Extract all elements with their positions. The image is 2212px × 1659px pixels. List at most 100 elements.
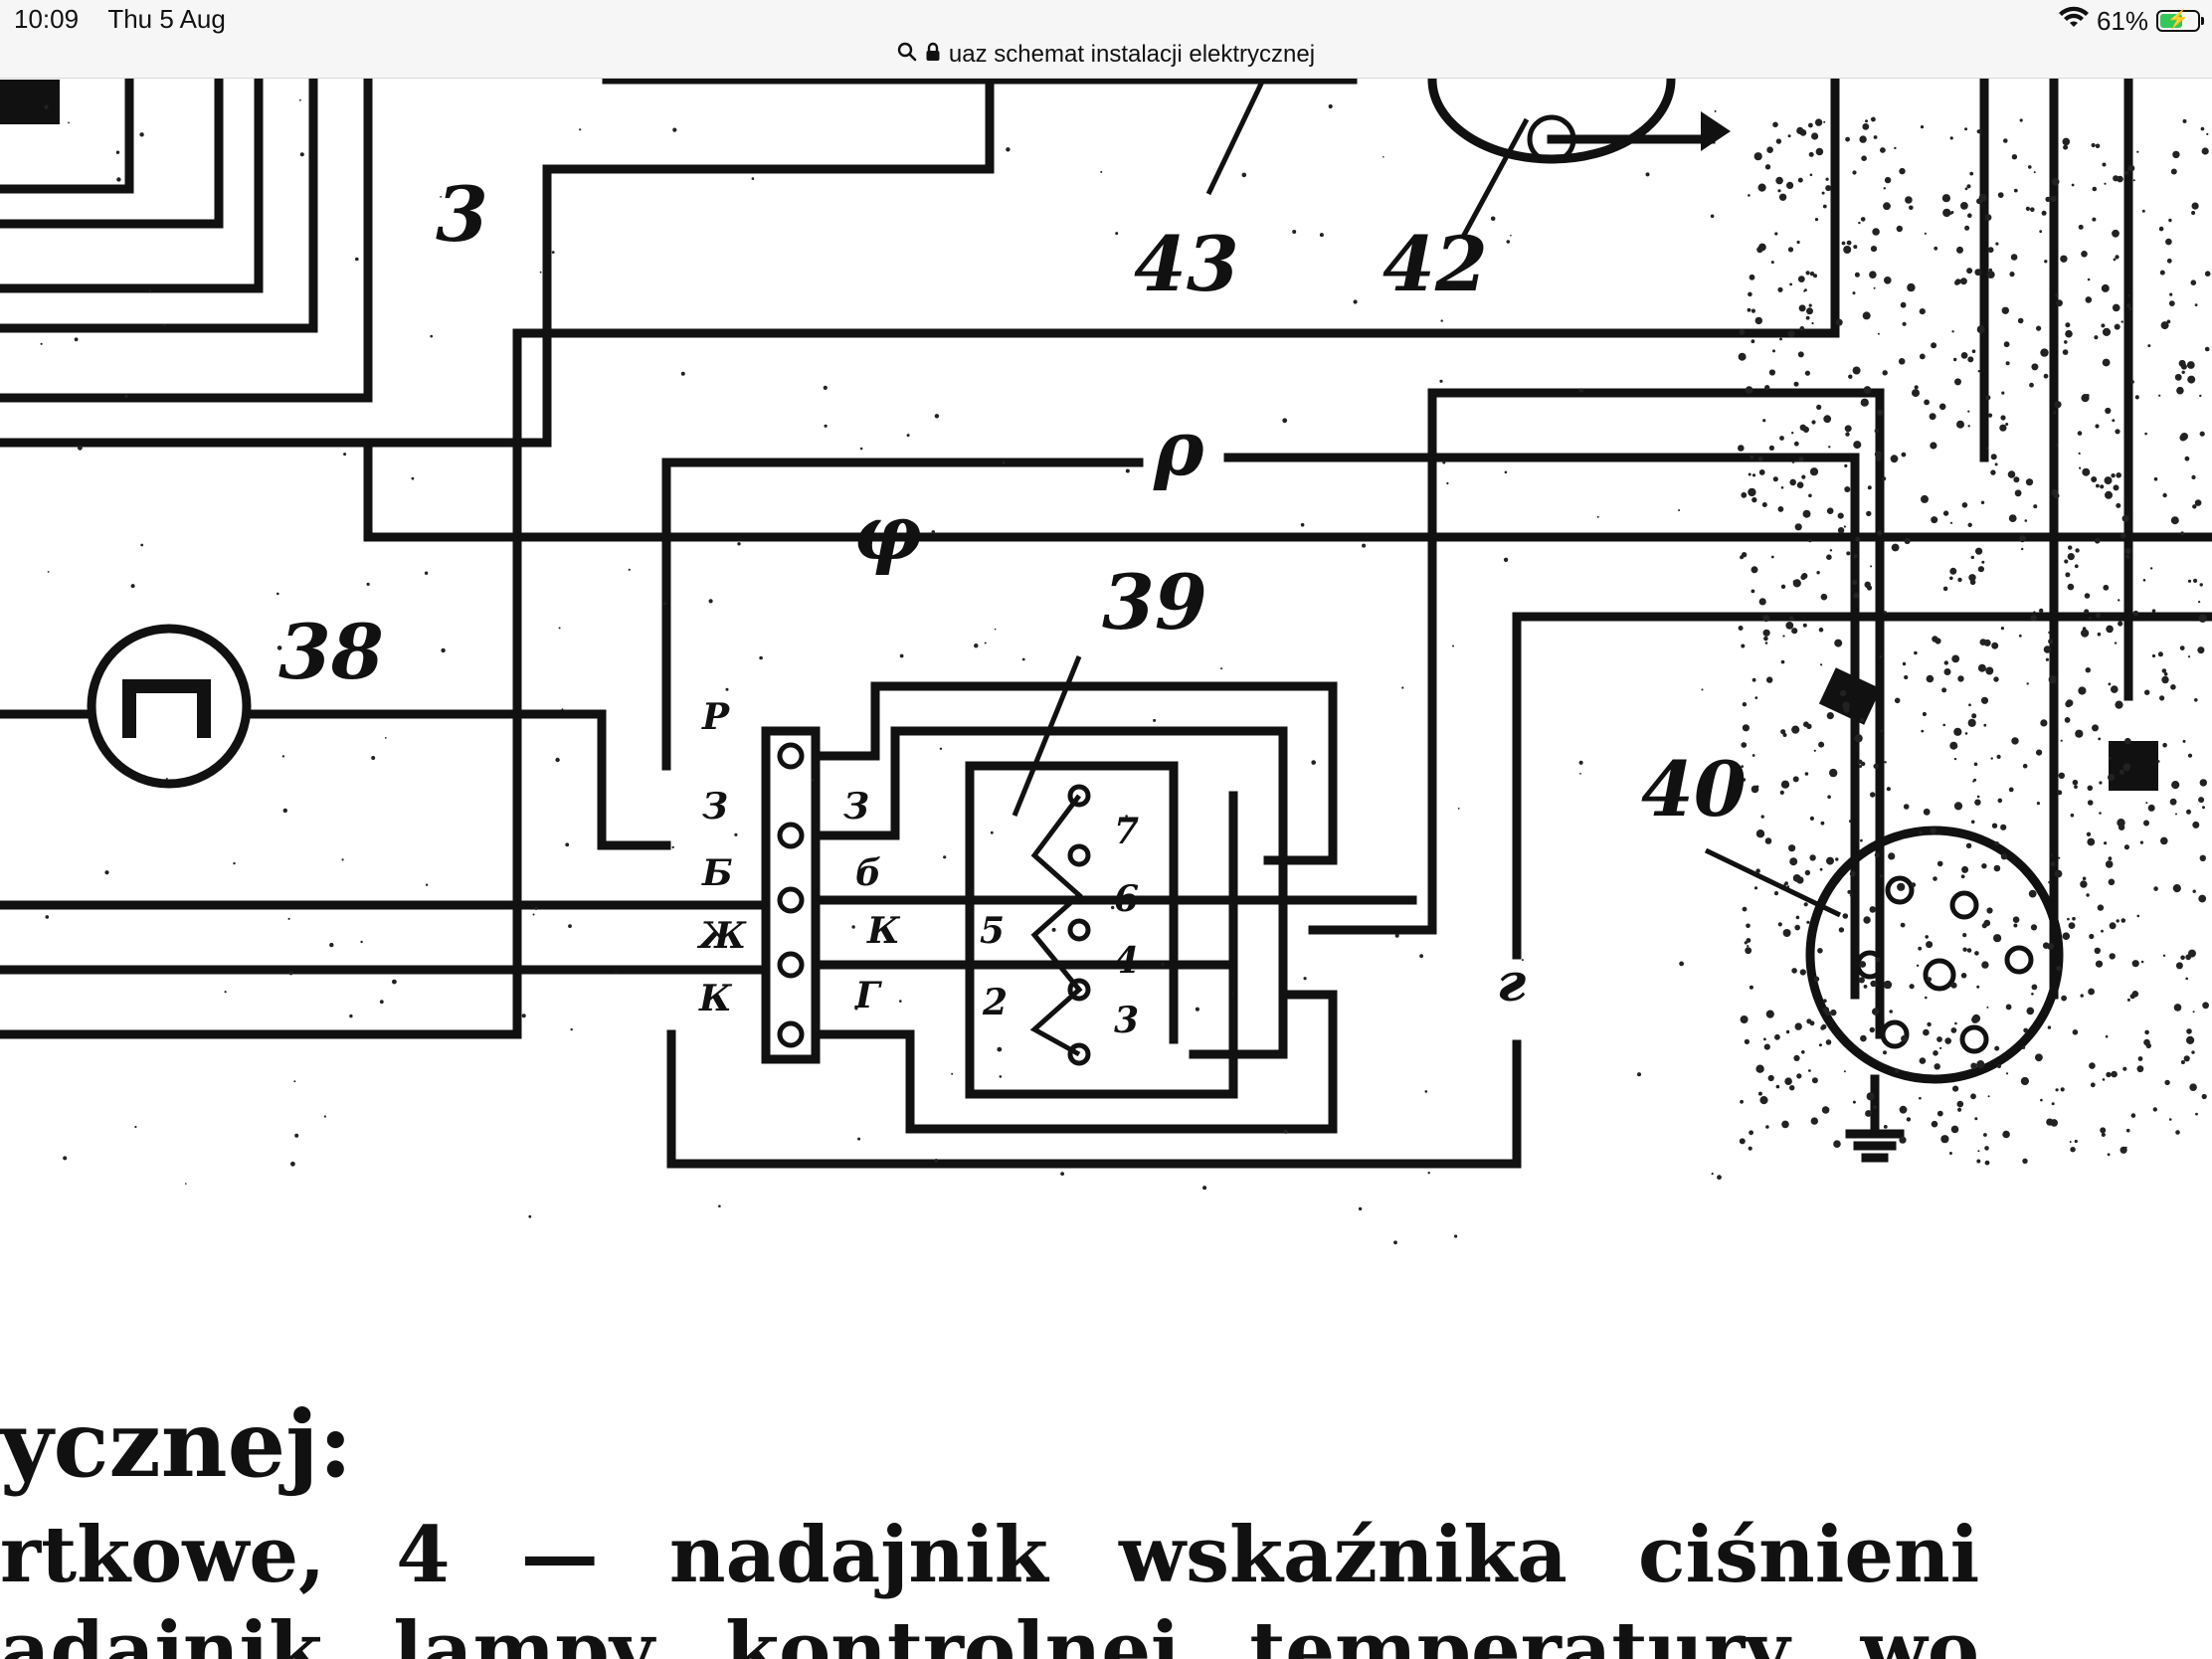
noise-speck [1854, 734, 1863, 743]
noise-speck [1849, 893, 1853, 897]
noise-speck [1981, 923, 1987, 929]
noise-speck [1818, 1043, 1822, 1047]
noise-speck [2153, 886, 2158, 891]
connector-pin [777, 951, 805, 979]
noise-speck [2124, 547, 2131, 555]
noise-speck [1974, 951, 1979, 956]
noise-speck [2107, 1153, 2111, 1157]
noise-speck [1775, 176, 1783, 185]
noise-speck [2184, 456, 2190, 461]
noise-speck [1931, 1120, 1938, 1128]
noise-speck [1802, 623, 1807, 628]
noise-speck [1806, 307, 1813, 315]
noise-speck [2202, 806, 2205, 810]
noise-speck [1777, 506, 1784, 512]
noise-speck [2028, 889, 2037, 898]
noise-speck [355, 257, 359, 262]
noise-speck [2039, 608, 2044, 614]
noise-speck [1714, 109, 1717, 112]
noise-speck [47, 571, 50, 573]
noise-speck [288, 971, 293, 976]
noise-speck [2005, 423, 2009, 426]
noise-speck [2087, 800, 2094, 806]
noise-speck [1843, 246, 1852, 254]
noise-speck [1872, 1008, 1880, 1015]
noise-speck [2186, 809, 2191, 815]
noise-speck [1779, 790, 1784, 796]
noise-speck [2000, 627, 2004, 631]
noise-speck [1764, 642, 1768, 645]
noise-speck [1805, 315, 1810, 320]
noise-speck [2030, 207, 2035, 212]
noise-speck [2022, 763, 2028, 769]
noise-speck [1979, 639, 1987, 645]
noise-speck [579, 128, 582, 131]
noise-speck [1865, 119, 1868, 123]
noise-speck [1966, 184, 1971, 189]
noise-speck [2145, 802, 2148, 805]
scan-noise [40, 98, 2211, 1245]
noise-speck [2002, 1130, 2010, 1139]
wire-thin [122, 679, 211, 738]
noise-speck [1645, 172, 1650, 177]
noise-speck [2007, 470, 2016, 478]
noise-speck [2065, 329, 2073, 338]
noise-speck [1977, 663, 1986, 672]
noise-speck [2201, 1093, 2207, 1100]
noise-speck [1777, 189, 1781, 193]
leader-40 [1704, 847, 1842, 918]
address-bar[interactable]: uaz schemat instalacji elektrycznej [0, 38, 2212, 72]
noise-speck [1791, 461, 1795, 463]
noise-speck [2029, 382, 2034, 388]
gauge-40 [1805, 826, 2064, 1084]
noise-speck [2149, 567, 2153, 570]
noise-speck [1867, 485, 1872, 490]
noise-speck [2156, 760, 2160, 763]
noise-speck [2161, 675, 2169, 684]
noise-speck [1757, 456, 1763, 461]
noise-speck [1751, 754, 1755, 757]
noise-speck [1925, 996, 1928, 1000]
noise-speck [2134, 395, 2139, 400]
noise-speck [2085, 395, 2088, 398]
noise-speck [2095, 960, 2104, 968]
label-3: 3 [436, 170, 488, 259]
noise-speck [1749, 985, 1753, 990]
noise-speck [2025, 206, 2030, 211]
pin-label-k: К [699, 978, 732, 1019]
noise-speck [2075, 729, 2084, 738]
noise-speck [371, 756, 376, 760]
noise-speck [1506, 240, 1511, 244]
noise-speck [74, 337, 79, 342]
noise-speck [1764, 164, 1771, 170]
noise-speck [2062, 932, 2071, 940]
noise-speck [1792, 776, 1799, 783]
noise-speck [1823, 415, 1832, 424]
noise-speck [2126, 998, 2130, 1002]
label-40: 40 [1641, 745, 1747, 833]
noise-speck [2192, 821, 2200, 829]
noise-speck [2108, 878, 2116, 886]
noise-speck [1791, 725, 1800, 734]
noise-speck [570, 1027, 573, 1031]
noise-speck [1904, 674, 1909, 680]
noise-speck [2104, 182, 2107, 185]
noise-speck [1792, 579, 1801, 588]
noise-speck [185, 1183, 187, 1185]
noise-speck [2109, 757, 2112, 760]
noise-speck [1717, 1175, 1722, 1181]
noise-speck [1756, 246, 1763, 254]
noise-speck [392, 979, 397, 985]
noise-speck [2105, 490, 2113, 499]
noise-speck [2191, 211, 2196, 215]
noise-speck [1974, 799, 1981, 806]
noise-speck [1763, 1037, 1766, 1041]
noise-speck [1874, 429, 1880, 434]
noise-speck [2113, 484, 2120, 491]
noise-speck [1951, 654, 1960, 663]
noise-speck [2036, 325, 2042, 331]
noise-speck [1933, 876, 1937, 881]
noise-speck [2054, 869, 2063, 878]
noise-speck [1848, 374, 1853, 379]
search-icon [897, 41, 917, 69]
